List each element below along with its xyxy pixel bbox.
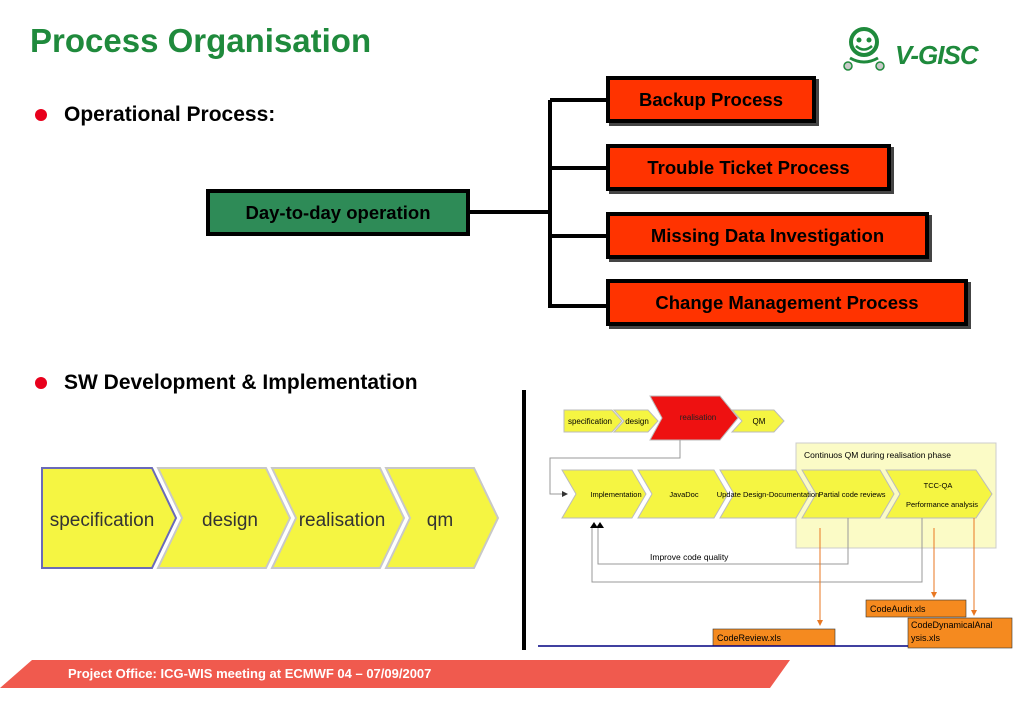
file-codedynamicalanalysis bbox=[907, 617, 1013, 649]
footer-text: Project Office: ICG-WIS meeting at ECMWF… bbox=[68, 666, 432, 681]
chevron-design bbox=[156, 467, 292, 569]
step-javadoc bbox=[637, 469, 729, 519]
weather-face-icon bbox=[843, 27, 885, 71]
chevron-realisation bbox=[270, 467, 406, 569]
step-partial-code-reviews bbox=[801, 469, 895, 519]
svg-text:CodeAudit.xls: CodeAudit.xls bbox=[870, 604, 926, 614]
step-implementation bbox=[561, 469, 647, 519]
svg-text:realisation: realisation bbox=[680, 413, 716, 422]
file-codedynamical-line1: CodeDynamicalAnal bbox=[911, 620, 993, 630]
root-node-day-to-day: Day-to-day operation bbox=[206, 189, 470, 236]
svg-text:Implementation: Implementation bbox=[590, 490, 641, 499]
small-chevron-design bbox=[612, 409, 659, 433]
svg-text:QM: QM bbox=[753, 417, 766, 426]
small-chevron-realisation bbox=[649, 395, 739, 441]
bullet-dot bbox=[35, 377, 47, 389]
svg-text:Improve code quality: Improve code quality bbox=[650, 552, 729, 562]
chevron-specification bbox=[41, 467, 178, 569]
chevron-label-specification: specification bbox=[50, 510, 155, 531]
bullet-sw-development: SW Development & Implementation bbox=[64, 371, 418, 394]
node-trouble-ticket-process: Trouble Ticket Process bbox=[606, 144, 891, 191]
svg-text:Continuos QM during realisatio: Continuos QM during realisation phase bbox=[804, 450, 951, 460]
svg-text:TCC-QA: TCC-QA bbox=[924, 481, 953, 490]
svg-text:specification: specification bbox=[568, 417, 612, 426]
bullet-dot bbox=[35, 109, 47, 121]
svg-text:JavaDoc: JavaDoc bbox=[669, 490, 698, 499]
chevron-process-flow: specification design realisation qm bbox=[41, 467, 500, 569]
node-change-management-process: Change Management Process bbox=[606, 279, 968, 326]
small-chevron-specification bbox=[563, 409, 623, 433]
node-missing-data-investigation: Missing Data Investigation bbox=[606, 212, 929, 259]
chevron-label-realisation: realisation bbox=[299, 510, 386, 531]
file-codedynamical-line2: ysis.xls bbox=[911, 633, 940, 643]
footer-bar bbox=[0, 660, 790, 688]
page-title: Process Organisation bbox=[30, 22, 372, 59]
chevron-qm bbox=[384, 467, 500, 569]
logo-text: V-GISC bbox=[895, 40, 979, 70]
svg-text:CodeReview.xls: CodeReview.xls bbox=[717, 633, 782, 643]
section-divider bbox=[522, 390, 526, 650]
svg-text:Performance analysis: Performance analysis bbox=[906, 500, 978, 509]
svg-text:design: design bbox=[625, 417, 649, 426]
file-codeaudit bbox=[865, 599, 967, 618]
detail-process-diagram: specification design realisation QM Cont… bbox=[538, 395, 1013, 649]
chevron-label-design: design bbox=[202, 510, 258, 531]
svg-text:Update Design-Documentation: Update Design-Documentation bbox=[717, 490, 820, 499]
step-update-design bbox=[719, 469, 811, 519]
node-backup-process: Backup Process bbox=[606, 76, 816, 123]
step-tcc-qa bbox=[885, 469, 993, 519]
chevron-label-qm: qm bbox=[427, 510, 453, 531]
small-chevron-qm bbox=[730, 409, 785, 433]
svg-text:Partial code reviews: Partial code reviews bbox=[818, 490, 885, 499]
bullet-operational-process: Operational Process: bbox=[64, 103, 276, 126]
